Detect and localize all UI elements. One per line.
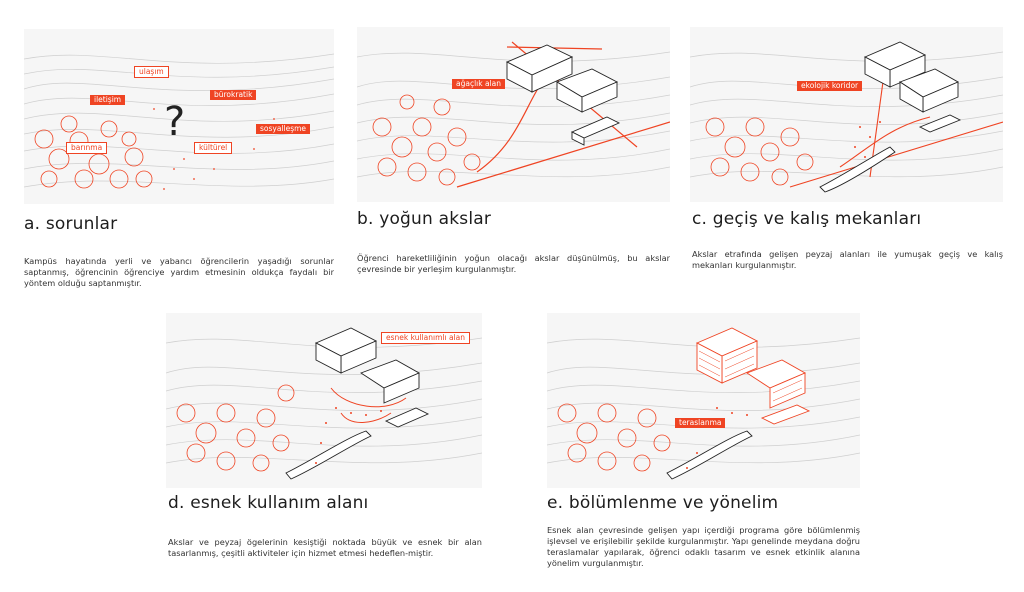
diagram-b: ağaçlık alan xyxy=(357,27,670,202)
tag-sosyallesme: sosyalleşme xyxy=(256,124,311,134)
tag-iletisim: iletişim xyxy=(90,95,126,105)
tag-barinma: barınma xyxy=(66,142,108,154)
panel-c-caption: Akslar etrafında gelişen peyzaj alanları… xyxy=(692,249,1003,270)
diagram-d: esnek kullanımlı alan xyxy=(166,313,482,488)
tag-esnek-kullanimli-alan: esnek kullanımlı alan xyxy=(381,332,470,344)
question-mark: ? xyxy=(164,99,186,145)
tag-ulasim: ulaşım xyxy=(134,66,169,78)
panel-e-title: e. bölümlenme ve yönelim xyxy=(547,493,779,513)
tag-ekolojik-koridor: ekolojik koridor xyxy=(797,81,863,91)
tag-burokratik: bürokratik xyxy=(210,90,257,100)
diagram-c: ekolojik koridor xyxy=(690,27,1003,202)
diagram-e: teraslanma xyxy=(547,313,860,488)
panel-c-title: c. geçiş ve kalış mekanları xyxy=(692,209,922,229)
panel-a-title: a. sorunlar xyxy=(24,214,118,234)
panel-b-title: b. yoğun akslar xyxy=(357,209,492,229)
panel-b-caption: Öğrenci hareketliliğinin yoğun olacağı a… xyxy=(357,253,670,274)
diagram-a: ? ulaşım iletişim bürokratik barınma kül… xyxy=(24,29,334,204)
diagram-e-drawing xyxy=(547,327,860,480)
diagram-b-drawing xyxy=(357,41,670,188)
panel-e-caption: Esnek alan çevresinde gelişen yapı içerd… xyxy=(547,525,860,568)
panel-a-caption: Kampüs hayatında yerli ve yabancı öğrenc… xyxy=(24,256,334,288)
diagram-a-drawing xyxy=(24,53,334,190)
panel-d-title: d. esnek kullanım alanı xyxy=(168,493,369,513)
tag-agaclik-alan: ağaçlık alan xyxy=(452,79,505,89)
diagram-c-drawing xyxy=(690,41,1003,193)
panel-d-caption: Akslar ve peyzaj ögelerinin kesiştiği no… xyxy=(168,537,482,558)
diagram-d-drawing xyxy=(166,327,482,480)
tag-kulturel: kültürel xyxy=(194,142,233,154)
tag-teraslanma: teraslanma xyxy=(675,418,726,428)
